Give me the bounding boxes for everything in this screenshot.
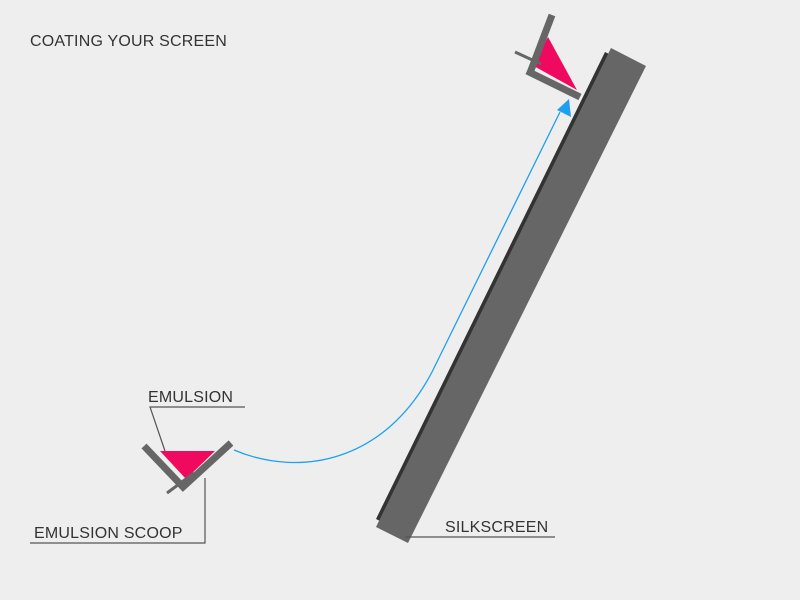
silkscreen-frame-body xyxy=(376,48,646,543)
scoop-top-side-blade xyxy=(526,13,556,75)
silkscreen-frame xyxy=(376,48,646,543)
diagram-title: COATING YOUR SCREEN xyxy=(30,33,227,50)
motion-arrow-path xyxy=(233,111,561,464)
scoop-bottom-v-shape xyxy=(141,440,234,492)
emulsion-leader xyxy=(149,406,245,452)
scoop-bottom-emulsion xyxy=(160,451,215,479)
scoop-bottom xyxy=(141,440,234,495)
scoop-top-bottom-blade xyxy=(525,67,582,101)
motion-arrow-head xyxy=(557,99,571,117)
scoop-leader xyxy=(30,478,206,544)
scoop-bottom-handle xyxy=(166,471,195,495)
scoop-top xyxy=(514,13,582,101)
scoop-top-handle xyxy=(514,50,542,66)
scoop-top-emulsion xyxy=(532,37,577,90)
emulsion-label: EMULSION xyxy=(148,389,233,406)
emulsion-scoop-label: EMULSION SCOOP xyxy=(34,525,183,542)
silkscreen-label: SILKSCREEN xyxy=(445,519,548,536)
